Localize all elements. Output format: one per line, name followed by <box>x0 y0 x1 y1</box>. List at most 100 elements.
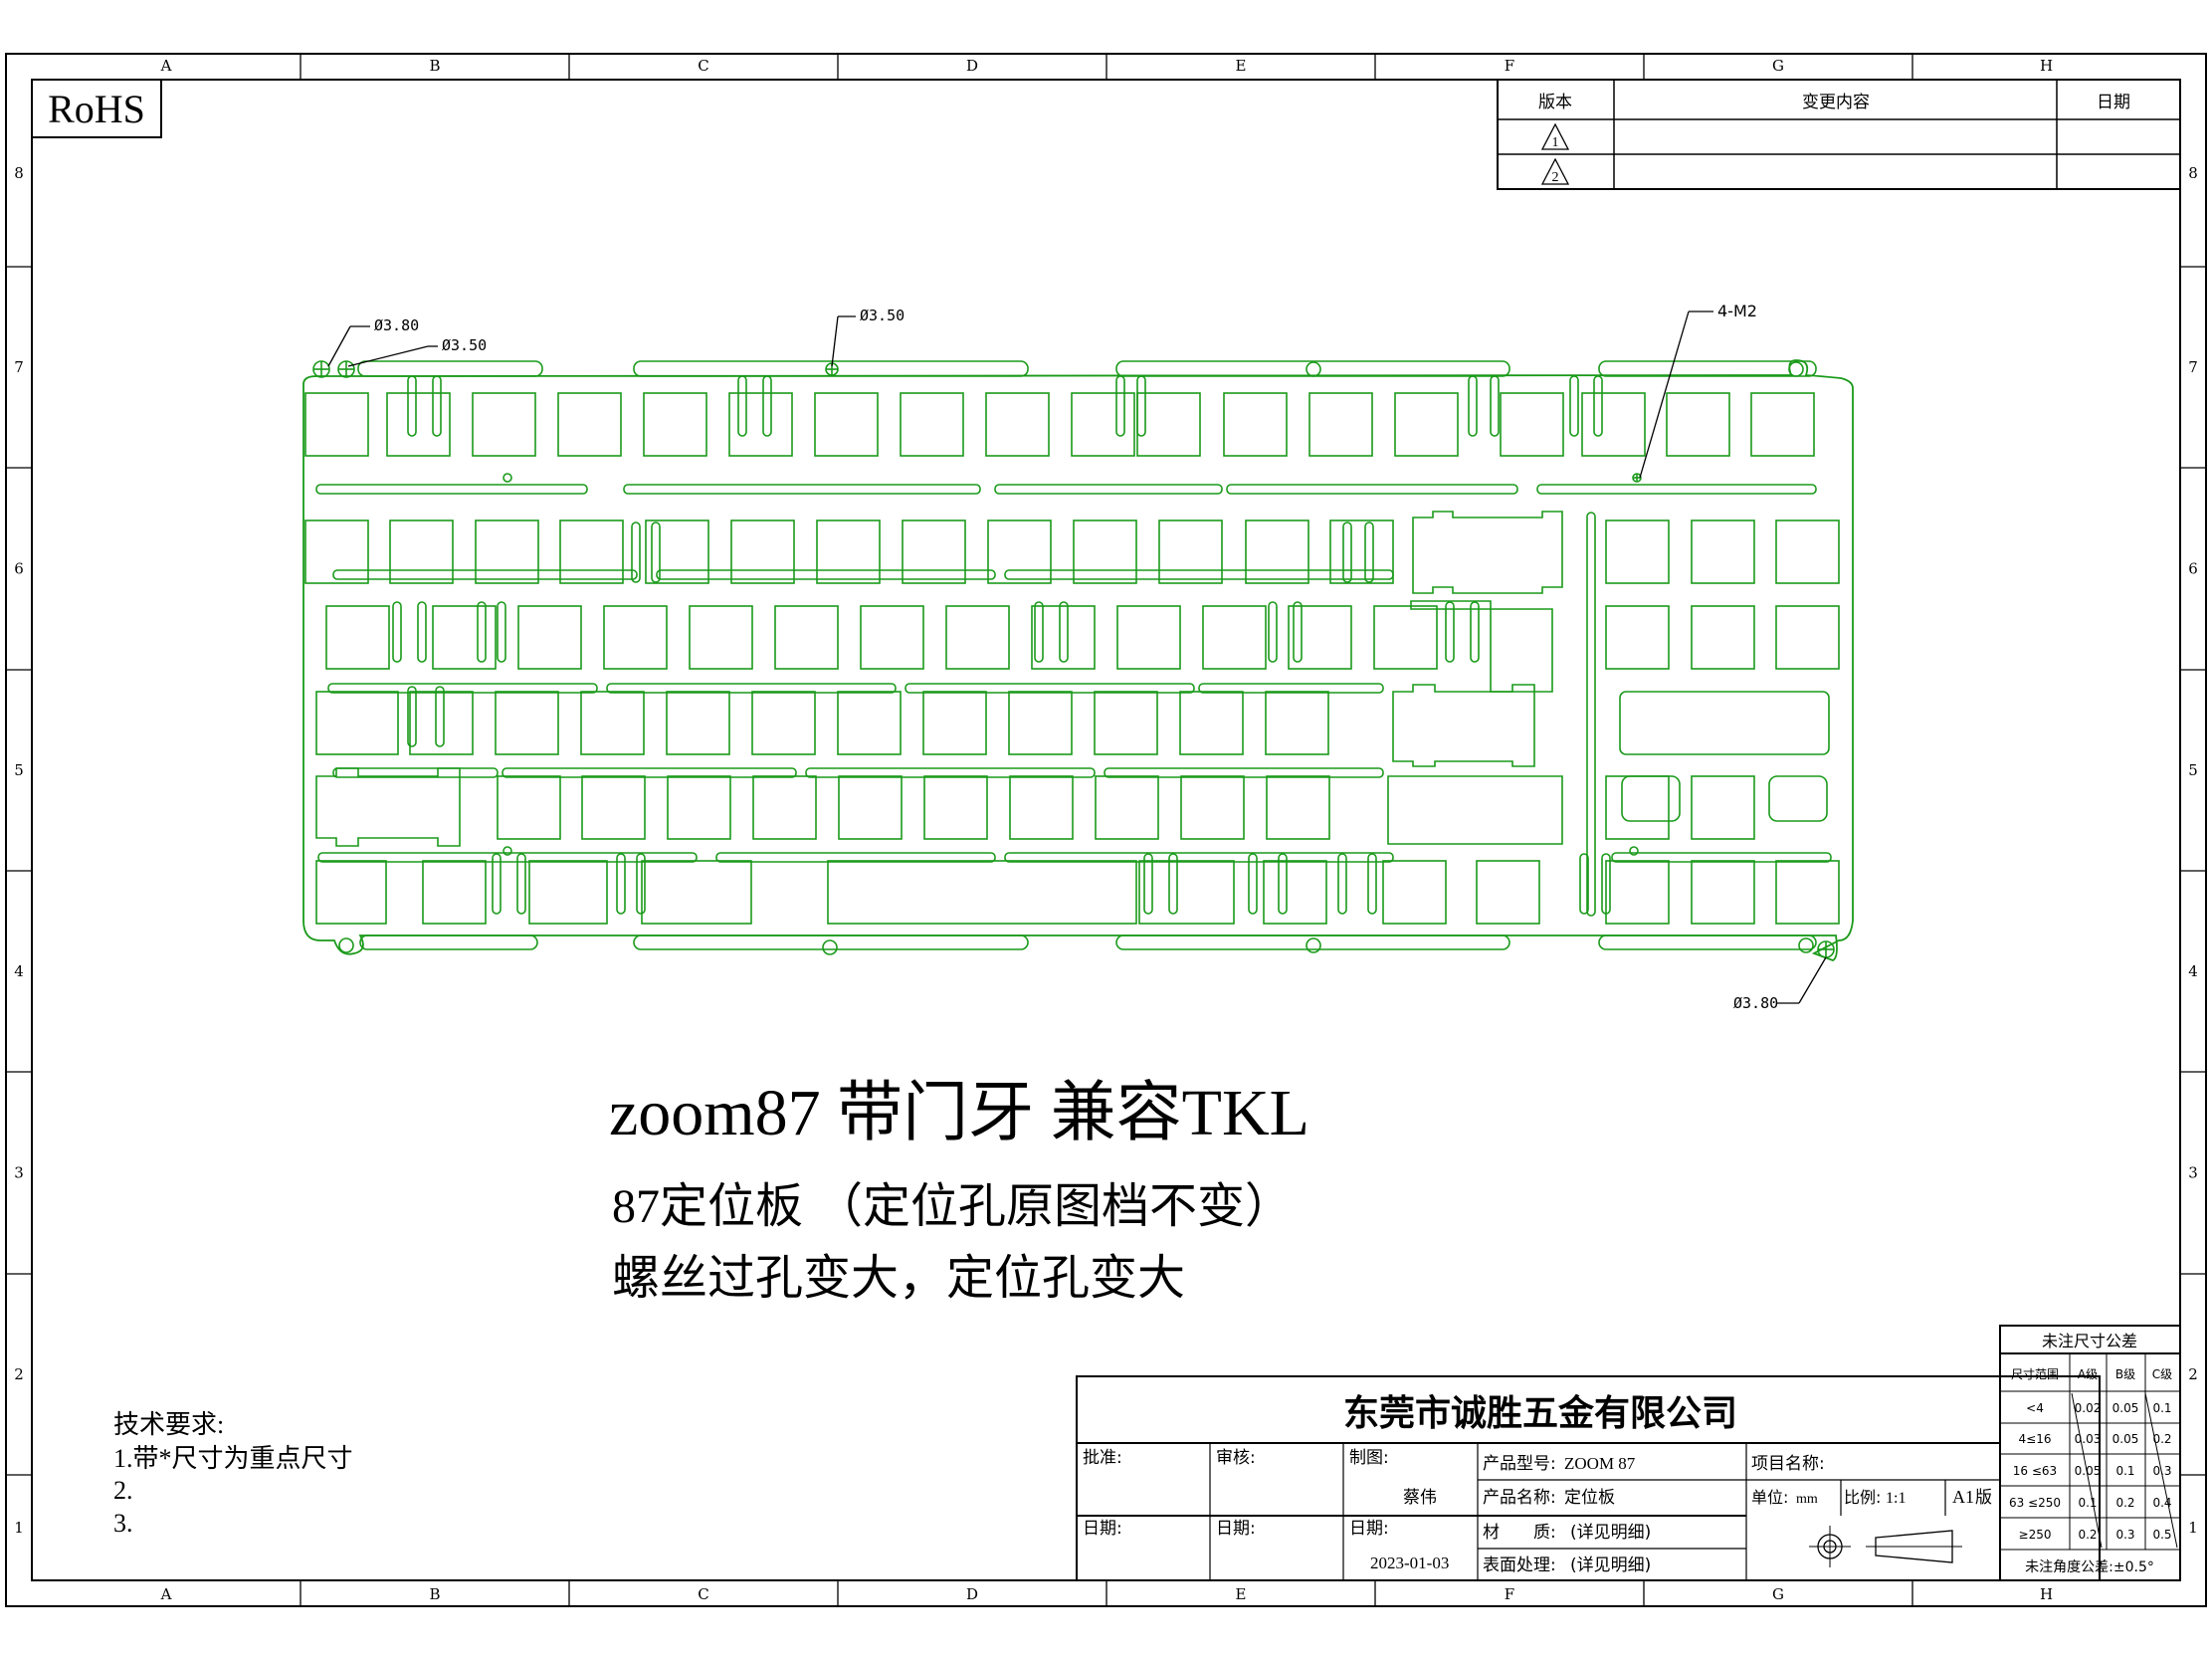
tol-cell-c: 0.5 <box>2152 1528 2171 1542</box>
key-cutout <box>751 691 816 755</box>
tol-cell-b: 0.2 <box>2115 1496 2134 1510</box>
zone-row-label: 8 <box>2188 164 2198 182</box>
rev-row-2-version: 2 <box>1552 170 1559 185</box>
vertical-slot <box>1579 853 1589 915</box>
revision-table: 版本 变更内容 日期 1 2 <box>1497 79 2181 190</box>
vertical-slot <box>492 853 502 915</box>
row-slot <box>1004 852 1394 863</box>
zone-row-label: 6 <box>14 560 24 578</box>
tol-header-range: 尺寸范围 <box>2011 1367 2059 1381</box>
zone-row-label: 1 <box>14 1519 24 1537</box>
key-cutout <box>1071 392 1135 457</box>
key-cutout <box>1179 691 1244 755</box>
vertical-slot <box>631 521 641 583</box>
key-cutout <box>645 519 709 584</box>
tol-angle-note: 未注角度公差:±0.5° <box>2025 1559 2154 1575</box>
date-label-1: 日期: <box>1083 1519 1122 1539</box>
row-slot <box>805 767 1096 778</box>
key-cutout <box>432 605 497 670</box>
key-cutout <box>900 392 964 457</box>
key-cutout <box>667 775 731 840</box>
rohs-box <box>31 79 162 138</box>
key-cutout <box>1138 860 1235 925</box>
key-cutout <box>1158 519 1223 584</box>
project-label: 项目名称: <box>1751 1454 1825 1474</box>
vertical-slot <box>392 601 402 663</box>
row-slot <box>1198 683 1384 694</box>
mount-hole <box>1788 361 1804 377</box>
row-slot <box>715 852 996 863</box>
key-cutout <box>422 860 487 925</box>
zone-row-label: 5 <box>14 761 24 779</box>
key-cutout <box>1288 605 1352 670</box>
vertical-slot <box>477 601 487 663</box>
zone-col-label: H <box>2040 57 2053 75</box>
row-slot <box>656 569 996 580</box>
surface-value: (详见明细) <box>1570 1555 1651 1575</box>
tol-cell-range: 4≤16 <box>2019 1432 2052 1446</box>
tol-cell-range: ≥250 <box>2019 1528 2052 1542</box>
key-cutout <box>1382 860 1447 925</box>
row-slot <box>1611 852 1832 863</box>
date-label-2: 日期: <box>1216 1519 1256 1539</box>
tol-cell-a: 0.2 <box>2078 1528 2097 1542</box>
key-cutout <box>985 392 1050 457</box>
mount-hole <box>822 939 838 955</box>
rohs-label: RoHS <box>48 87 145 131</box>
tol-cell-a: 0.05 <box>2075 1464 2102 1478</box>
row-slot <box>502 767 797 778</box>
row-slot <box>332 767 499 778</box>
tech-item-1: 1.带*尺寸为重点尺寸 <box>113 1444 353 1473</box>
vertical-slot <box>616 853 626 915</box>
key-cutout <box>495 691 559 755</box>
vertical-slot <box>1586 512 1596 917</box>
key-cutout <box>1009 775 1074 840</box>
key-cutout <box>1373 605 1438 670</box>
stabilizer-cutout <box>1392 684 1535 767</box>
key-cutout <box>528 860 608 925</box>
key-cutout <box>1691 605 1755 670</box>
row-slot <box>1536 484 1817 495</box>
key-cutout <box>325 605 390 670</box>
mount-hole <box>1306 361 1321 377</box>
material-label: 材 质: <box>1483 1523 1556 1543</box>
key-cutout <box>304 392 369 457</box>
zone-row-label: 6 <box>2188 560 2198 578</box>
rev-triangle-icon <box>1540 122 1570 150</box>
key-cutout <box>517 605 582 670</box>
drawn-by: 蔡伟 <box>1403 1488 1437 1508</box>
zone-col-label: B <box>429 57 440 75</box>
scale-label: 比例: <box>1844 1488 1881 1507</box>
mount-hole <box>1306 937 1321 953</box>
stabilizer-cutout <box>1412 511 1563 594</box>
key-cutout <box>1008 691 1073 755</box>
perimeter-slot <box>1598 360 1817 377</box>
tol-header-c: C级 <box>2152 1367 2172 1381</box>
tol-cell-range: 16 ≤63 <box>2013 1464 2057 1478</box>
key-cutout <box>641 860 752 925</box>
tol-cell-a: 0.1 <box>2078 1496 2097 1510</box>
perimeter-slot <box>359 934 538 950</box>
unit-value: mm <box>1796 1492 1818 1507</box>
outer-frame <box>5 53 2207 1607</box>
key-cutout <box>1180 775 1245 840</box>
vertical-slot <box>1059 601 1069 663</box>
key-cutout <box>1245 519 1309 584</box>
row-slot <box>327 683 598 694</box>
vertical-slot <box>651 521 661 583</box>
vertical-slot <box>1342 521 1352 583</box>
tech-item-2: 2. <box>113 1476 133 1505</box>
date-value: 2023-01-03 <box>1370 1554 1449 1572</box>
perimeter-slot <box>357 360 543 377</box>
mount-hole <box>1629 846 1639 856</box>
key-cutout <box>1202 605 1267 670</box>
product-name-value: 定位板 <box>1564 1488 1615 1508</box>
surface-label: 表面处理: <box>1483 1555 1556 1575</box>
material-value: (详见明细) <box>1570 1523 1651 1543</box>
date-label-3: 日期: <box>1349 1519 1389 1539</box>
vertical-slot <box>1367 853 1377 915</box>
notes-title: zoom87 带门牙 兼容TKL <box>609 1077 1309 1149</box>
vertical-slot <box>1601 853 1611 915</box>
